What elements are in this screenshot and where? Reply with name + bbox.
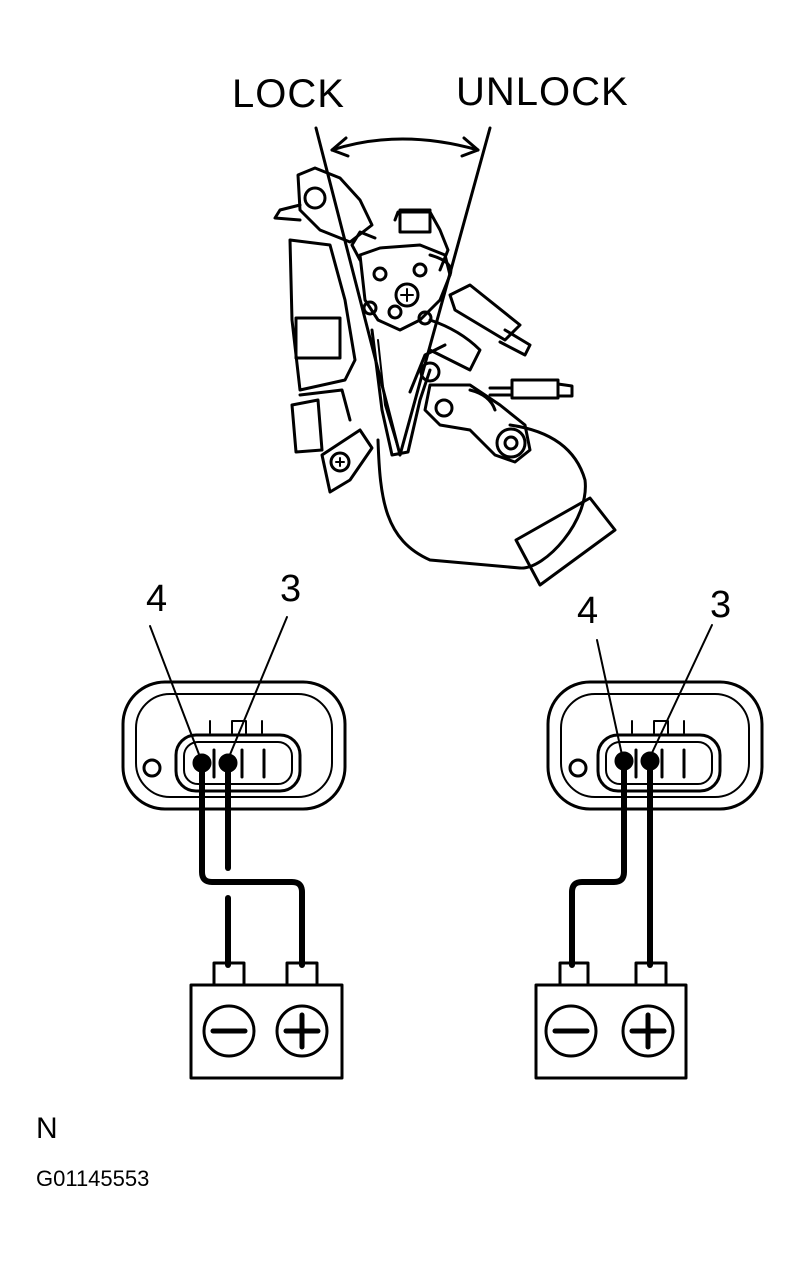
connector-right-drawing — [546, 624, 764, 811]
connector-left-pin-4-label: 4 — [146, 578, 168, 620]
lock-label: LOCK — [232, 72, 345, 116]
connector-right-pin-3-label: 3 — [710, 584, 732, 626]
door-lock-motor — [273, 126, 617, 587]
swing-arrow — [330, 137, 480, 152]
connector-left-pin-3-label: 3 — [280, 568, 302, 610]
battery-left — [189, 961, 344, 1080]
connector-right-pin-4-label: 4 — [577, 590, 599, 632]
unlock-label: UNLOCK — [456, 70, 629, 114]
figure-id: G01145553 — [36, 1166, 150, 1191]
connector-left-drawing — [121, 616, 347, 811]
figure-code: N — [36, 1112, 58, 1145]
battery-right — [534, 961, 688, 1080]
wires-right — [569, 765, 653, 968]
lock-pointer-line — [314, 126, 402, 457]
wires-left — [199, 767, 305, 968]
